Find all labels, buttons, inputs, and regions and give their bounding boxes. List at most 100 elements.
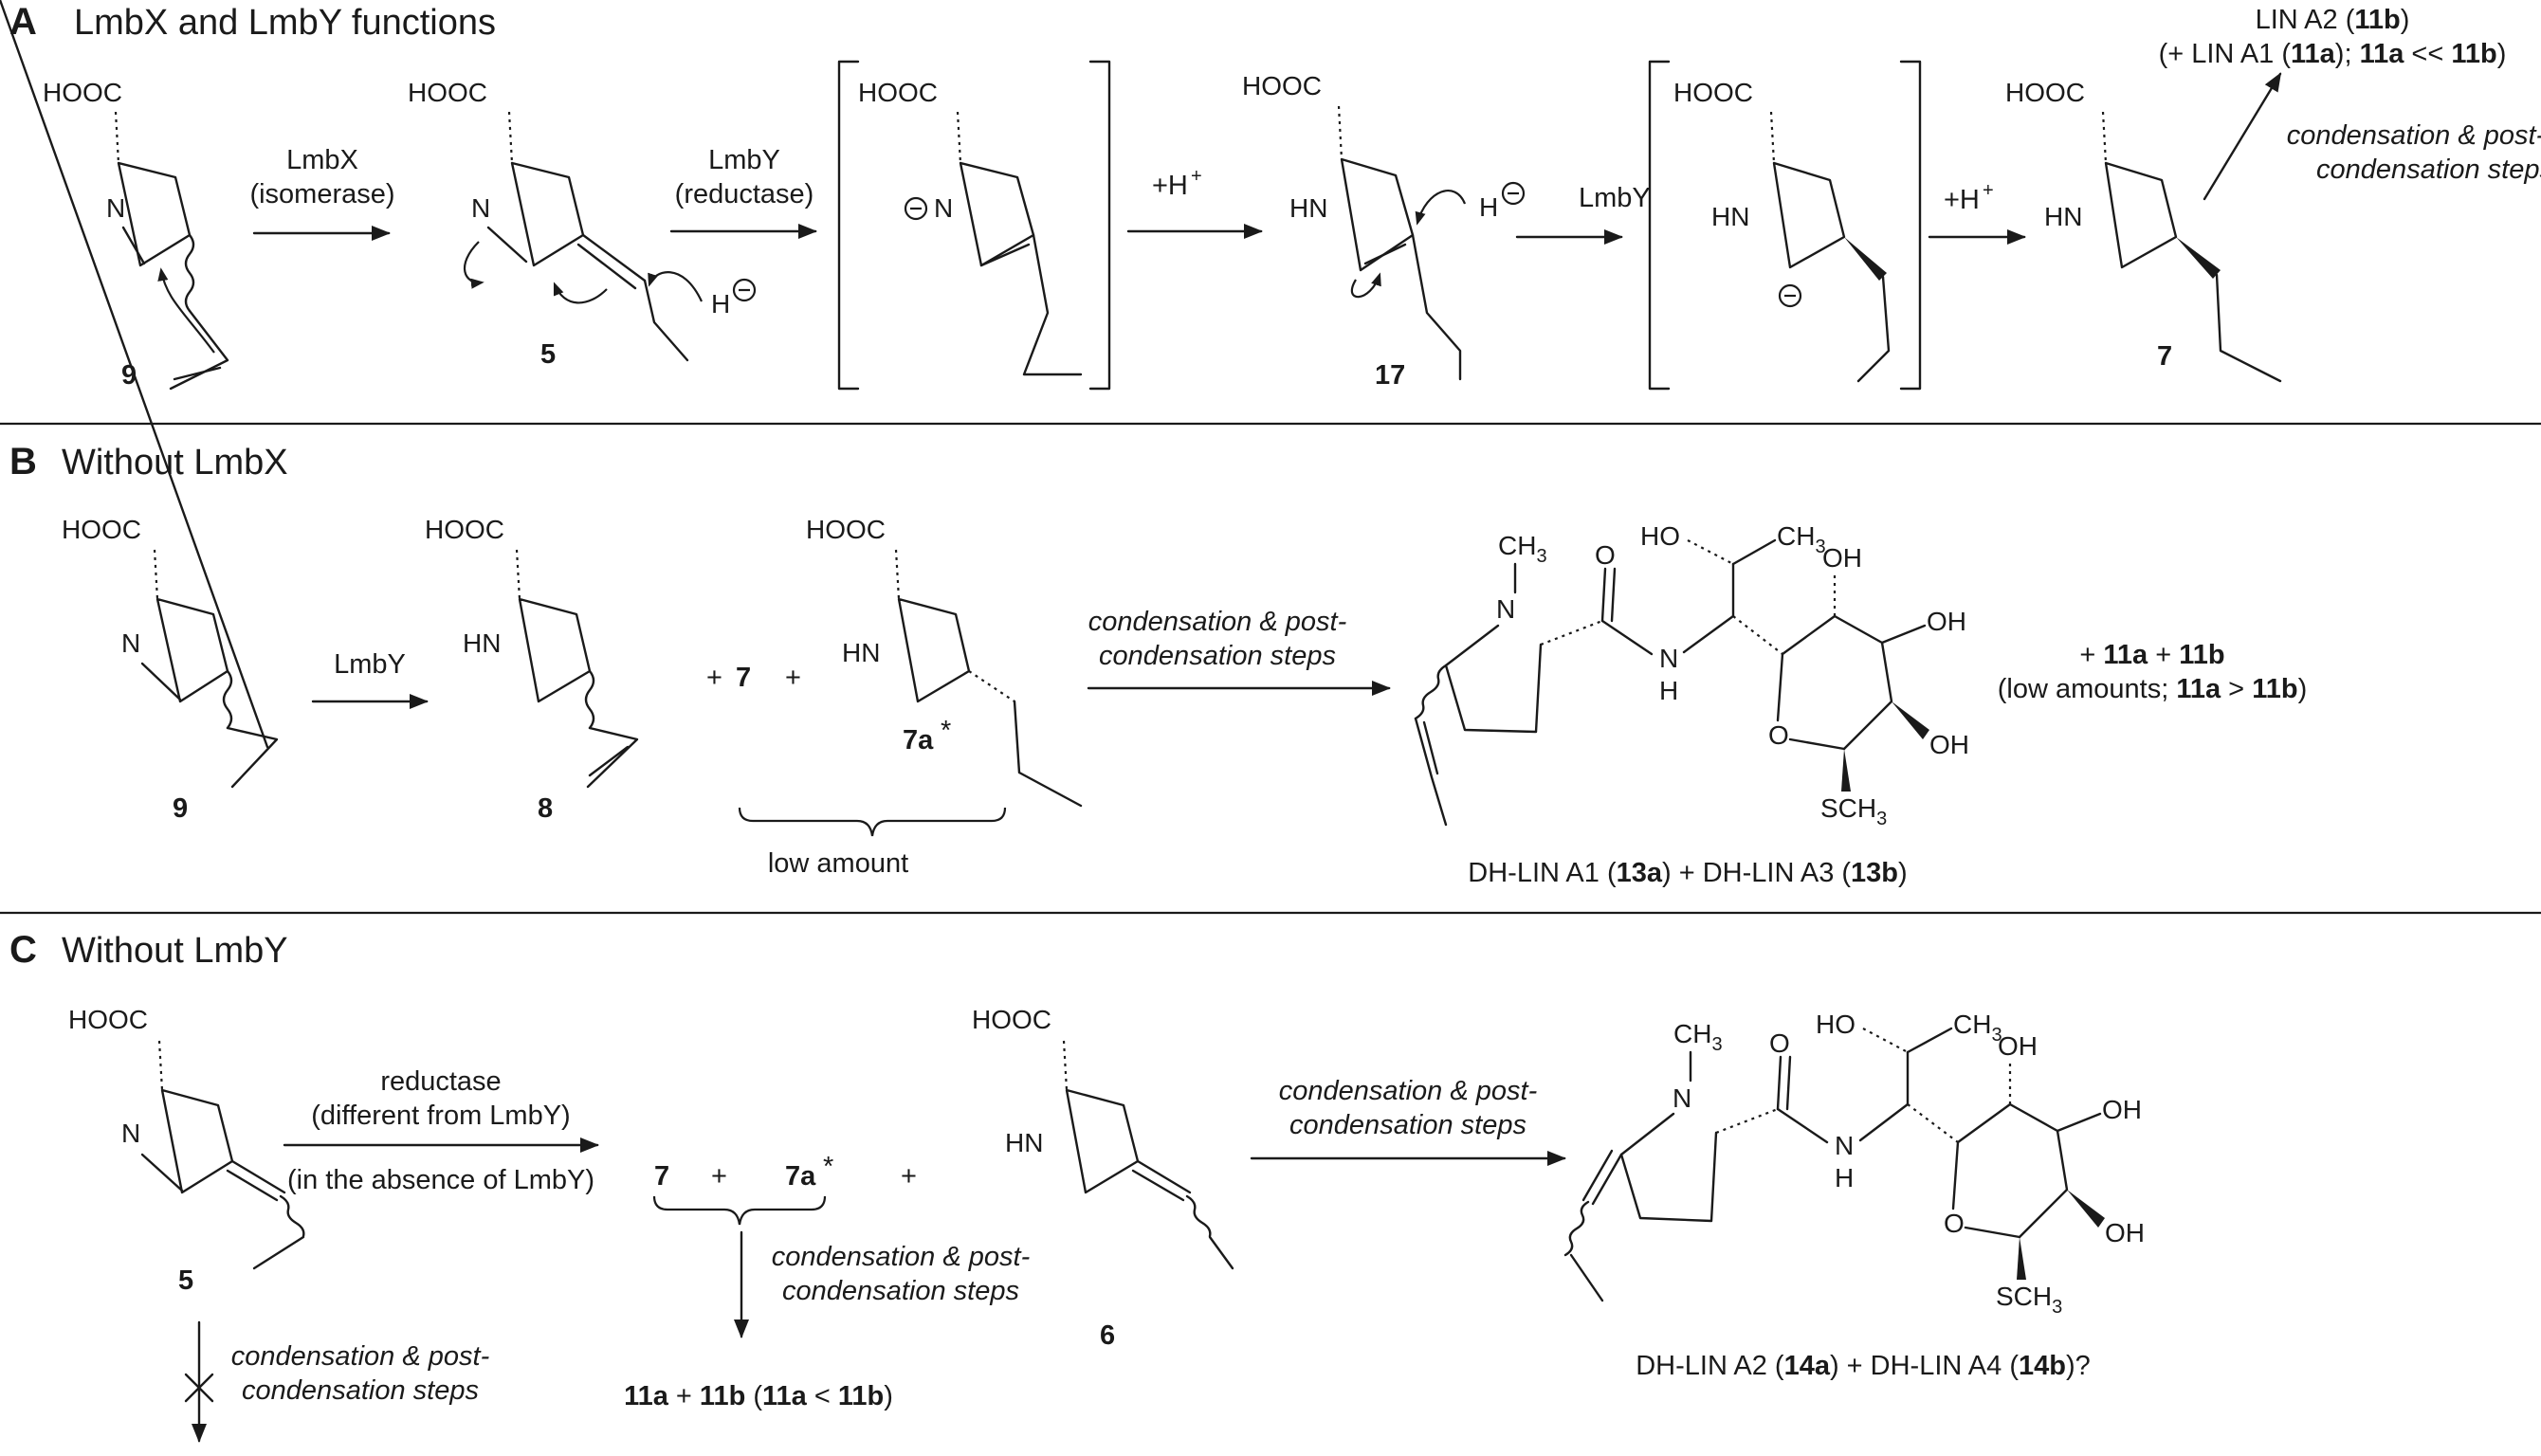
blocked-steps-1: condensation & post-: [231, 1341, 489, 1372]
enzyme-lmby-b: LmbY: [334, 649, 406, 680]
atom-nh-h: H: [1835, 1163, 1854, 1192]
atom-oh: OH: [2105, 1218, 2145, 1247]
svg-text:+: +: [1983, 180, 1994, 201]
atom-o-carbonyl: O: [1769, 1028, 1790, 1058]
panel-a: A LmbX and LmbY functions HOOC N 9 LmbX …: [9, 1, 2541, 391]
structure-dh-lin-a2-a4: CH3 N O N H HO CH3 OH OH OH O: [1563, 1010, 2145, 1318]
atom-ch3: CH3: [1673, 1019, 1723, 1055]
atom-hn: HN: [2044, 202, 2082, 231]
structure-17: HOOC HN H 17: [1242, 71, 1526, 391]
panel-a-letter: A: [9, 1, 37, 43]
atom-sch3: SCH3: [1996, 1282, 2062, 1318]
steps-note-a-2: condensation steps: [2316, 155, 2541, 185]
intermediate-anion-2: HOOC HN: [1648, 60, 1922, 391]
panel-b-letter: B: [9, 441, 37, 482]
atom-oh: OH: [1822, 543, 1862, 573]
blocked-steps-2: condensation steps: [242, 1375, 479, 1406]
panel-b-title: Without LmbX: [62, 443, 288, 482]
atom-oh: OH: [1929, 730, 1969, 759]
enzyme-lmbx: LmbX: [286, 145, 358, 175]
down-result: 11a + 11b (11a < 11b): [624, 1381, 893, 1411]
atom-oh: OH: [2102, 1095, 2142, 1124]
compound-label-7a-c: 7a: [785, 1161, 816, 1192]
low-amount-label: low amount: [768, 848, 908, 879]
compound-label-6: 6: [1100, 1320, 1115, 1351]
plus-1: +: [706, 663, 722, 693]
atom-hooc: HOOC: [425, 515, 504, 544]
atom-hooc: HOOC: [408, 78, 487, 107]
atom-hooc: HOOC: [972, 1005, 1051, 1034]
atom-o-ring: O: [1944, 1209, 1965, 1238]
electron-arrow: [157, 267, 215, 354]
atom-n: N: [106, 193, 125, 223]
atom-hn: HN: [1711, 202, 1749, 231]
atom-ch3: CH3: [1953, 1010, 2002, 1046]
panel-a-title: LmbX and LmbY functions: [74, 3, 496, 43]
compound-label-7-c: 7: [654, 1161, 669, 1192]
atom-hn: HN: [842, 638, 880, 667]
product-lin-a1-note: (+ LIN A1 (11a); 11a << 11b): [2159, 39, 2507, 69]
atom-n: N: [1496, 594, 1515, 624]
reductase-label: reductase: [380, 1066, 501, 1097]
steps-note-a-1: condensation & post-: [2287, 120, 2541, 151]
structure-7: HOOC HN 7: [2005, 78, 2282, 383]
structure-dh-lin-a1-a3: CH3 N O N H HO CH3 OH OH OH O: [1414, 521, 1969, 829]
steps-note-c-1: condensation & post-: [1279, 1076, 1537, 1106]
atom-hn: HN: [1289, 193, 1327, 223]
panel-c: C Without LmbY HOOC N 5 condensation & p…: [9, 929, 2145, 1443]
atom-hooc: HOOC: [68, 1005, 148, 1034]
proton-label-2: +H: [1944, 185, 1980, 215]
atom-n: N: [121, 1119, 140, 1148]
compound-label-8: 8: [538, 793, 553, 824]
brace-low-amount: [738, 807, 1007, 837]
svg-text:+: +: [1191, 166, 1202, 187]
enzyme-lmby-role: (reductase): [675, 179, 814, 209]
atom-n: N: [471, 193, 490, 223]
compound-label-5: 5: [540, 339, 556, 370]
atom-hooc: HOOC: [62, 515, 141, 544]
compound-label-5-c: 5: [178, 1265, 193, 1296]
reductase-note: (different from LmbY): [311, 1101, 570, 1131]
atom-n: N: [121, 628, 140, 658]
enzyme-lmby-2: LmbY: [1579, 183, 1651, 213]
steps-note-c-2: condensation steps: [1289, 1110, 1526, 1140]
plus-c-2: +: [901, 1161, 917, 1192]
structure-5-c: HOOC N 5: [68, 1005, 305, 1296]
product-lin-a2: LIN A2 (11b): [2256, 5, 2410, 35]
atom-ho: HO: [1816, 1010, 1855, 1039]
structure-7a: HOOC HN 7a *: [806, 515, 1083, 808]
atom-hooc: HOOC: [858, 78, 938, 107]
arrow-to-lin-a2: [2203, 72, 2282, 201]
enzyme-lmby: LmbY: [708, 145, 780, 175]
atom-sch3: SCH3: [1820, 793, 1887, 829]
svg-text:*: *: [823, 1152, 833, 1182]
structure-6: HOOC HN 6: [972, 1005, 1234, 1351]
down-steps-1: condensation & post-: [772, 1242, 1030, 1272]
plus-2: +: [785, 663, 801, 693]
atom-o-ring: O: [1768, 720, 1789, 750]
atom-hooc: HOOC: [1673, 78, 1753, 107]
atom-oh: OH: [1927, 607, 1966, 636]
panel-c-title: Without LmbY: [62, 931, 288, 971]
panel-b: B Without LmbX HOOC N 9 LmbY HOOC HN 8: [0, 0, 2307, 888]
structure-9-b: HOOC N 9: [0, 0, 279, 824]
compound-label-7: 7: [2157, 341, 2172, 372]
atom-ho: HO: [1640, 521, 1680, 551]
atom-n: N: [1673, 1083, 1691, 1113]
compound-label-7a: 7a: [903, 725, 934, 755]
intermediate-anion-1: HOOC N: [837, 60, 1111, 391]
atom-hooc: HOOC: [2005, 78, 2085, 107]
compound-label-17: 17: [1375, 360, 1405, 391]
atom-oh: OH: [1998, 1031, 2038, 1061]
structure-8: HOOC HN 8: [425, 515, 639, 824]
structure-5-a: HOOC N H 5: [408, 78, 757, 370]
svg-text:*: *: [941, 716, 951, 746]
panel-c-letter: C: [9, 929, 37, 971]
side-products-line-1: + 11a + 11b: [2079, 640, 2224, 670]
plus-c-1: +: [711, 1161, 727, 1192]
structure-9-a: HOOC N 9: [43, 78, 229, 391]
atom-hn: HN: [463, 628, 501, 658]
atom-nh-n: N: [1835, 1131, 1854, 1160]
brace-7-7a: [652, 1195, 827, 1226]
down-steps-2: condensation steps: [782, 1276, 1019, 1306]
